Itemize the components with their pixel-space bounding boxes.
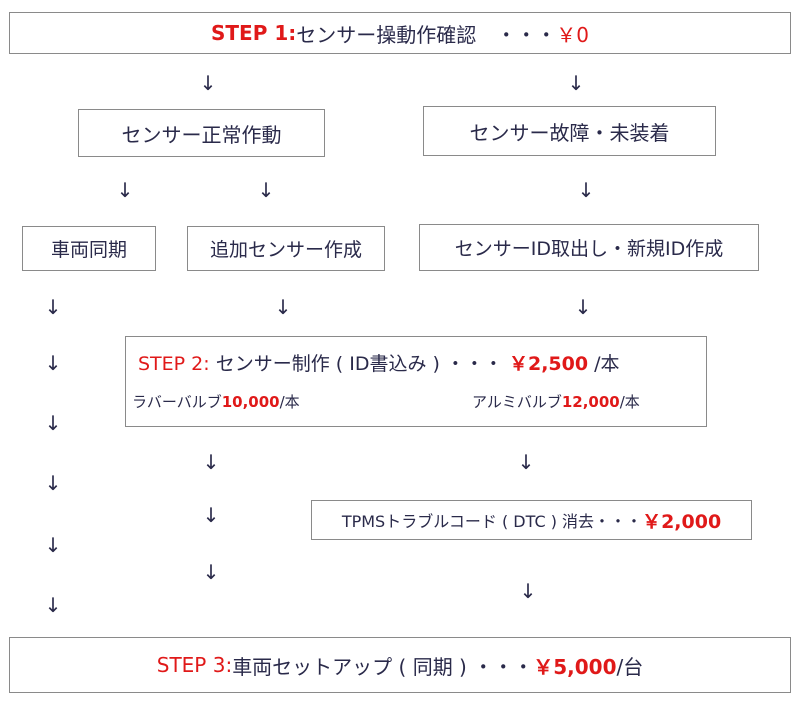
step2-box: STEP 2: センサー制作 ( ID書込み ) ・・・ ￥2,500 /本 ラ… [125,336,707,427]
step3-label: STEP 3: [156,653,233,677]
arrow-down-icon: ↓ [257,178,275,202]
arrow-down-icon: ↓ [202,560,220,584]
aluminum-valve-price: 12,000 [561,393,620,411]
aluminum-valve-label: アルミバルブ [472,393,562,411]
step3-unit: /台 [616,654,644,679]
arrow-down-icon: ↓ [44,351,62,375]
new-id-box: センサーID取出し・新規ID作成 [419,224,759,271]
sensor-fault-label: センサー故障・未装着 [469,120,670,145]
step1-label: STEP 1: [211,21,297,45]
add-sensor-box: 追加センサー作成 [187,226,385,271]
new-id-label: センサーID取出し・新規ID作成 [454,238,724,260]
sensor-fault-box: センサー故障・未装着 [423,106,716,156]
step3-price: ￥5,000 [533,654,617,679]
aluminum-valve: アルミバルブ12,000/本 [472,391,640,412]
step3-box: STEP 3: 車両セットアップ ( 同期 ) ・・・ ￥5,000 /台 [9,637,791,693]
rubber-valve-unit: /本 [279,393,300,411]
rubber-valve-price: 10,000 [221,393,280,411]
arrow-down-icon: ↓ [202,450,220,474]
arrow-down-icon: ↓ [44,471,62,495]
step3-text: 車両セットアップ ( 同期 ) ・・・ [232,654,534,679]
arrow-down-icon: ↓ [574,295,592,319]
arrow-down-icon: ↓ [517,450,535,474]
step2-heading: STEP 2: センサー制作 ( ID書込み ) ・・・ ￥2,500 /本 [138,349,620,376]
add-sensor-label: 追加センサー作成 [209,239,362,261]
dtc-clear-text: TPMSトラブルコード ( DTC ) 消去・・・ [341,512,643,531]
aluminum-valve-unit: /本 [619,393,640,411]
sensor-normal-label: センサー正常作動 [121,122,282,147]
arrow-down-icon: ↓ [567,71,585,95]
step2-price: ￥2,500 [508,353,589,375]
rubber-valve-label: ラバーバルブ [132,393,222,411]
arrow-down-icon: ↓ [116,178,134,202]
step1-text: センサー操動作確認 ・・・ [296,22,557,47]
step1-price: ￥0 [556,22,589,47]
arrow-down-icon: ↓ [202,503,220,527]
step1-box: STEP 1: センサー操動作確認 ・・・ ￥0 [9,12,791,54]
arrow-down-icon: ↓ [44,411,62,435]
step2-unit: /本 [594,353,620,375]
arrow-down-icon: ↓ [44,533,62,557]
sensor-normal-box: センサー正常作動 [78,109,325,157]
dtc-clear-price: ￥2,000 [642,510,722,533]
vehicle-sync-label: 車両同期 [50,239,127,261]
arrow-down-icon: ↓ [44,295,62,319]
dtc-clear-box: TPMSトラブルコード ( DTC ) 消去・・・ ￥2,000 [311,500,752,540]
vehicle-sync-box: 車両同期 [22,226,156,271]
arrow-down-icon: ↓ [199,71,217,95]
arrow-down-icon: ↓ [577,178,595,202]
step2-label: STEP 2: [138,353,210,375]
arrow-down-icon: ↓ [44,593,62,617]
rubber-valve: ラバーバルブ10,000/本 [132,391,300,412]
arrow-down-icon: ↓ [274,295,292,319]
step2-text: センサー制作 ( ID書込み ) ・・・ [215,353,503,375]
arrow-down-icon: ↓ [519,579,537,603]
